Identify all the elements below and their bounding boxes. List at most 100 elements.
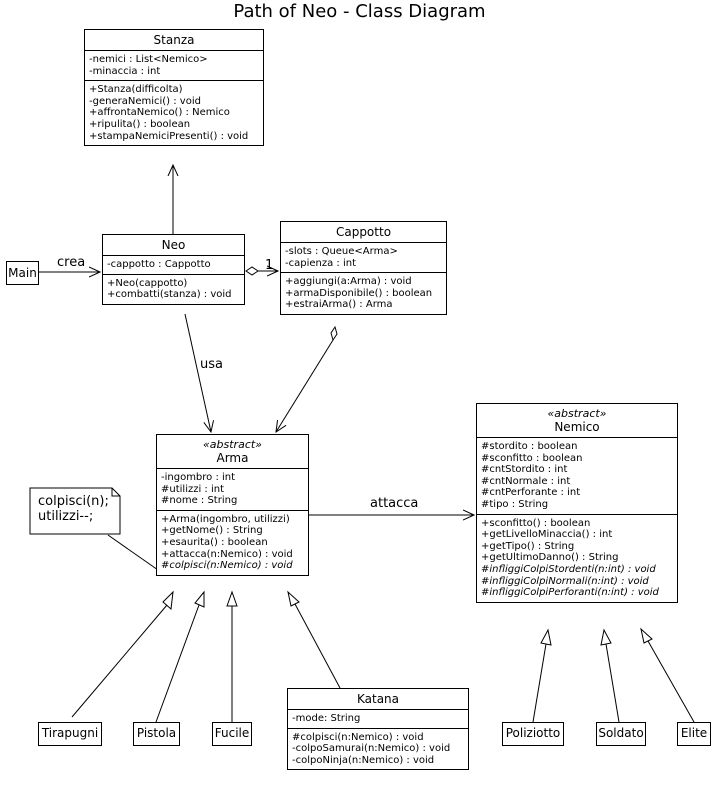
gen-katana-arma-head xyxy=(287,590,300,607)
gen-fucile-arma-head xyxy=(226,590,238,607)
gen-soldato-nemico-head xyxy=(600,628,612,646)
method: +affrontaNemico() : Nemico xyxy=(89,107,230,119)
edge-neo-arma xyxy=(184,313,211,432)
class-katana[interactable]: Katana -mode: String #colpisci(n:Nemico)… xyxy=(287,688,469,771)
gen-poliziotto-nemico-head xyxy=(540,628,552,646)
class-cappotto[interactable]: Cappotto -slots : Queue<Arma> -capienza … xyxy=(280,221,447,315)
gen-elite-nemico-head xyxy=(640,627,653,644)
note-shape xyxy=(29,487,121,535)
attribute: -nemici : List<Nemico> xyxy=(89,54,208,65)
attribute: -capienza : int xyxy=(285,257,356,269)
gen-tirapugni-arma xyxy=(71,604,168,718)
method: #infliggiColpiNormali(n:int) : void xyxy=(481,575,649,587)
gen-tirapugni-arma-head xyxy=(162,590,174,611)
attribute: #cntNormale : int xyxy=(481,475,571,487)
class-nemico[interactable]: «abstract» Nemico #stordito : boolean #s… xyxy=(476,403,678,603)
class-name: Katana xyxy=(356,692,400,706)
edge-neo-cappotto-aggregation xyxy=(245,266,259,276)
note-connector xyxy=(107,534,159,571)
note-line: colpisci(n); xyxy=(38,494,109,509)
attribute: -mode: String xyxy=(292,713,361,724)
class-stanza[interactable]: Stanza -nemici : List<Nemico> -minaccia … xyxy=(84,29,264,147)
method: +Arma(ingombro, utilizzi) xyxy=(161,513,290,525)
method: +esaurita() : boolean xyxy=(161,536,268,548)
gen-elite-nemico xyxy=(647,640,695,723)
attribute: -slots : Queue<Arma> xyxy=(285,246,398,257)
gen-katana-arma xyxy=(294,603,341,689)
gen-soldato-nemico xyxy=(605,643,620,723)
class-name: Neo xyxy=(161,238,186,252)
method: -generaNemici() : void xyxy=(89,95,201,107)
method: +getNome() : String xyxy=(161,525,263,537)
class-pistola[interactable]: Pistola xyxy=(133,722,180,746)
method: +estraiArma() : Arma xyxy=(285,299,393,311)
diagram-title: Path of Neo - Class Diagram xyxy=(233,1,486,22)
class-name: Stanza xyxy=(153,33,195,47)
label-usa: usa xyxy=(200,357,223,372)
class-name: Cappotto xyxy=(335,225,392,239)
attribute: -minaccia : int xyxy=(89,65,161,77)
class-main[interactable]: Main xyxy=(6,261,39,285)
method: #infliggiColpiStordenti(n:int) : void xyxy=(481,563,656,575)
method: +attacca(n:Nemico) : void xyxy=(161,548,293,560)
attribute: -cappotto : Cappotto xyxy=(107,259,211,270)
attribute: #stordito : boolean xyxy=(481,441,578,452)
stereotype: «abstract» xyxy=(203,438,262,451)
edge-cappotto-arma-aggregation xyxy=(330,325,338,342)
method: +getUltimoDanno() : String xyxy=(481,552,619,564)
methods-section: +Arma(ingombro, utilizzi) +getNome() : S… xyxy=(157,509,308,575)
attributes-section: #stordito : boolean #sconfitto : boolean… xyxy=(477,438,677,514)
methods-section: +Neo(cappotto) +combatti(stanza) : void xyxy=(103,273,244,304)
attributes-section: -mode: String xyxy=(288,710,468,728)
class-fucile[interactable]: Fucile xyxy=(212,722,252,746)
attributes-section: -ingombro : int #utilizzi : int #nome : … xyxy=(157,469,308,510)
gen-pistola-arma xyxy=(155,604,200,723)
method: -colpoNinja(n:Nemico) : void xyxy=(292,754,435,766)
attribute: #cntPerforante : int xyxy=(481,487,581,499)
method: +combatti(stanza) : void xyxy=(107,289,232,301)
class-arma[interactable]: «abstract» Arma -ingombro : int #utilizz… xyxy=(156,434,309,576)
attribute: #utilizzi : int xyxy=(161,483,225,495)
class-name: Arma xyxy=(216,451,249,465)
edge-cappotto-arma xyxy=(276,339,334,432)
method: #infliggiColpiPerforanti(n:int) : void xyxy=(481,587,659,599)
gen-pistola-arma-head xyxy=(194,590,205,608)
class-neo[interactable]: Neo -cappotto : Cappotto +Neo(cappotto) … xyxy=(102,234,245,305)
method: +getLivelloMinaccia() : int xyxy=(481,529,613,541)
method: +Stanza(difficolta) xyxy=(89,84,183,96)
label-crea: crea xyxy=(57,255,86,270)
method: #colpisci(n:Nemico) : void xyxy=(161,560,293,572)
note: colpisci(n); utilizzi--; xyxy=(38,494,109,524)
methods-section: #colpisci(n:Nemico) : void -colpoSamurai… xyxy=(288,727,468,770)
class-elite[interactable]: Elite xyxy=(677,722,711,746)
gen-poliziotto-nemico xyxy=(532,643,547,723)
label-multiplicity: 1 xyxy=(265,258,274,273)
class-tirapugni[interactable]: Tirapugni xyxy=(38,722,102,746)
note-line: utilizzi--; xyxy=(38,509,94,524)
label-attacca: attacca xyxy=(370,496,419,511)
attribute: #tipo : String xyxy=(481,498,549,510)
method: +stampaNemiciPresenti() : void xyxy=(89,130,249,142)
method: -colpoSamurai(n:Nemico) : void xyxy=(292,743,451,755)
stereotype: «abstract» xyxy=(547,407,607,420)
method: +Neo(cappotto) xyxy=(107,277,188,289)
class-poliziotto[interactable]: Poliziotto xyxy=(502,722,564,746)
class-soldato[interactable]: Soldato xyxy=(596,722,646,746)
attributes-section: -nemici : List<Nemico> -minaccia : int xyxy=(85,51,263,80)
methods-section: +aggiungi(a:Arma) : void +armaDisponibil… xyxy=(281,272,446,314)
attribute: -ingombro : int xyxy=(161,472,236,483)
method: +getTipo() : String xyxy=(481,540,575,552)
attribute: #cntStordito : int xyxy=(481,464,568,476)
methods-section: +sconfitto() : boolean +getLivelloMinacc… xyxy=(477,513,677,602)
method: +armaDisponibile() : boolean xyxy=(285,287,433,299)
method: #colpisci(n:Nemico) : void xyxy=(292,731,424,743)
class-name: Nemico xyxy=(554,420,600,434)
attribute: #sconfitto : boolean xyxy=(481,452,583,464)
method: +ripulita() : boolean xyxy=(89,118,191,130)
method: +sconfitto() : boolean xyxy=(481,517,591,529)
method: +aggiungi(a:Arma) : void xyxy=(285,276,412,288)
attributes-section: -cappotto : Cappotto xyxy=(103,256,244,274)
attribute: #nome : String xyxy=(161,495,238,507)
methods-section: +Stanza(difficolta) -generaNemici() : vo… xyxy=(85,80,263,145)
